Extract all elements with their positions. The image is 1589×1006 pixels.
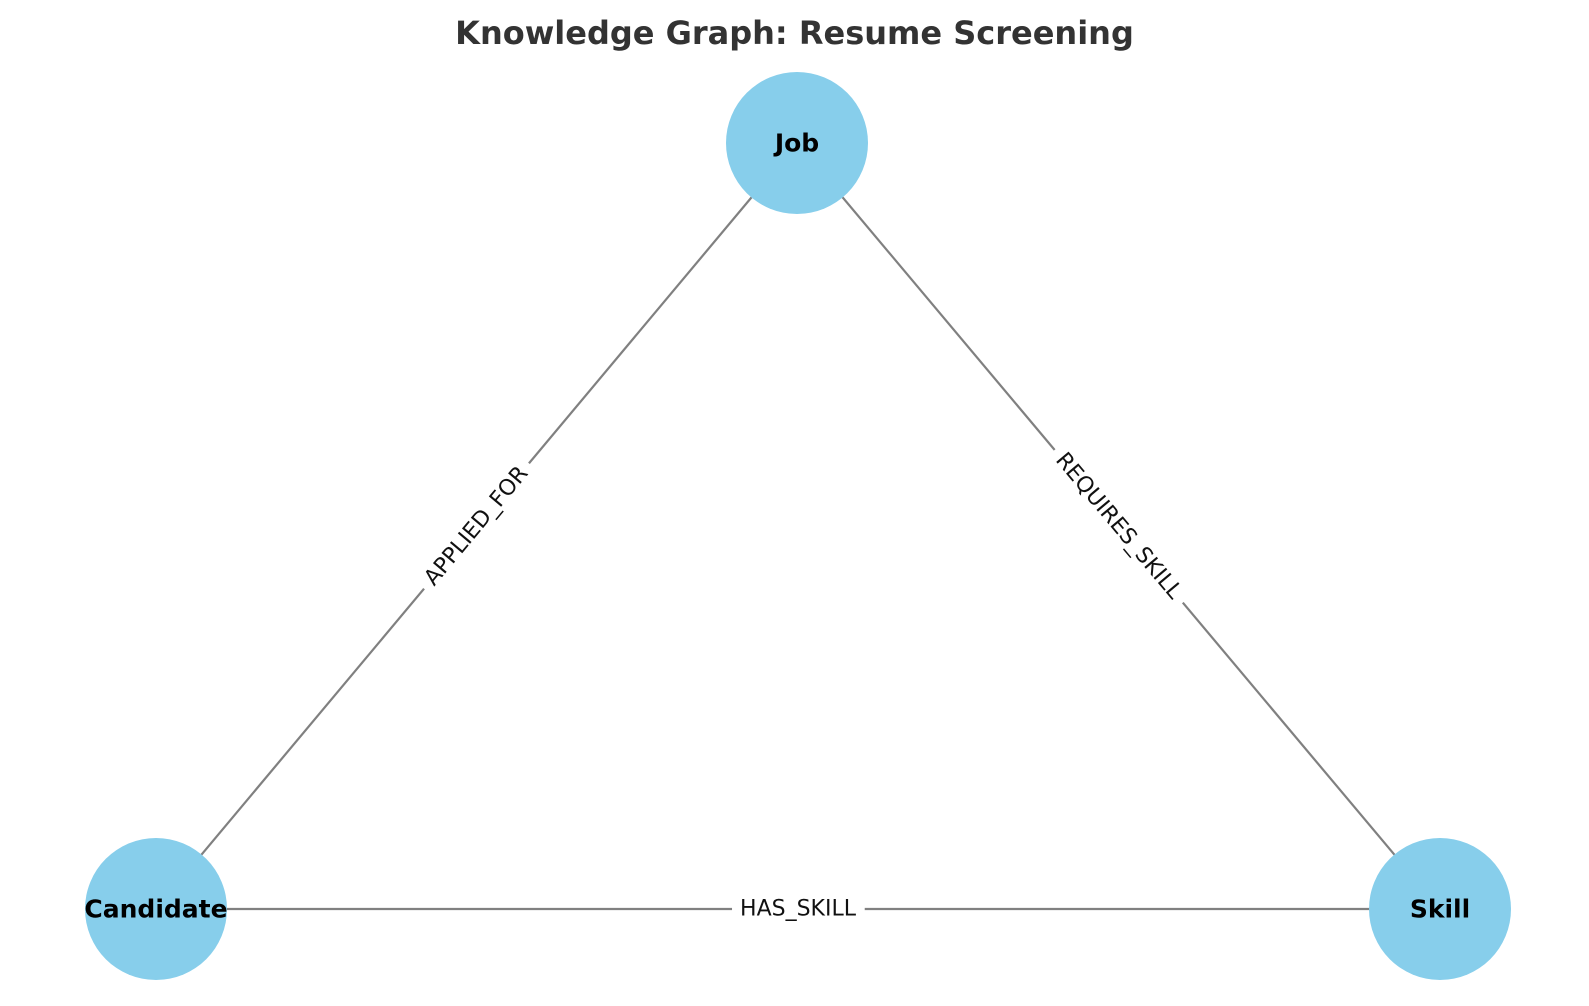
node-job: Job [726,72,868,214]
diagram-title: Knowledge Graph: Resume Screening [455,14,1134,52]
node-label: Skill [1410,895,1470,924]
edge-label: APPLIED_FOR [420,461,534,590]
edge-candidate-job: APPLIED_FOR [155,142,798,910]
node-label: Candidate [84,895,227,924]
edge-label-background [1042,439,1196,614]
node-candidate: Candidate [84,838,228,980]
edge-candidate-skill: HAS_SKILL [156,892,1440,926]
edge-job-skill: REQUIRES_SKILL [796,142,1441,910]
edge-label-group: REQUIRES_SKILL [1042,439,1196,614]
edge-label: REQUIRES_SKILL [1050,448,1187,605]
edge-label-group: APPLIED_FOR [411,452,542,600]
edge-label-background [732,892,865,926]
node-skill: Skill [1369,838,1511,980]
node-circle [85,838,227,980]
edge-label: HAS_SKILL [740,897,857,922]
edges-layer: APPLIED_FOR REQUIRES_SKILL HAS_SKILL [155,142,1441,926]
node-label: Job [773,129,819,158]
edge-label-background [411,452,542,600]
node-circle [1369,838,1511,980]
edge-label-group: HAS_SKILL [732,892,865,926]
node-circle [726,72,868,214]
